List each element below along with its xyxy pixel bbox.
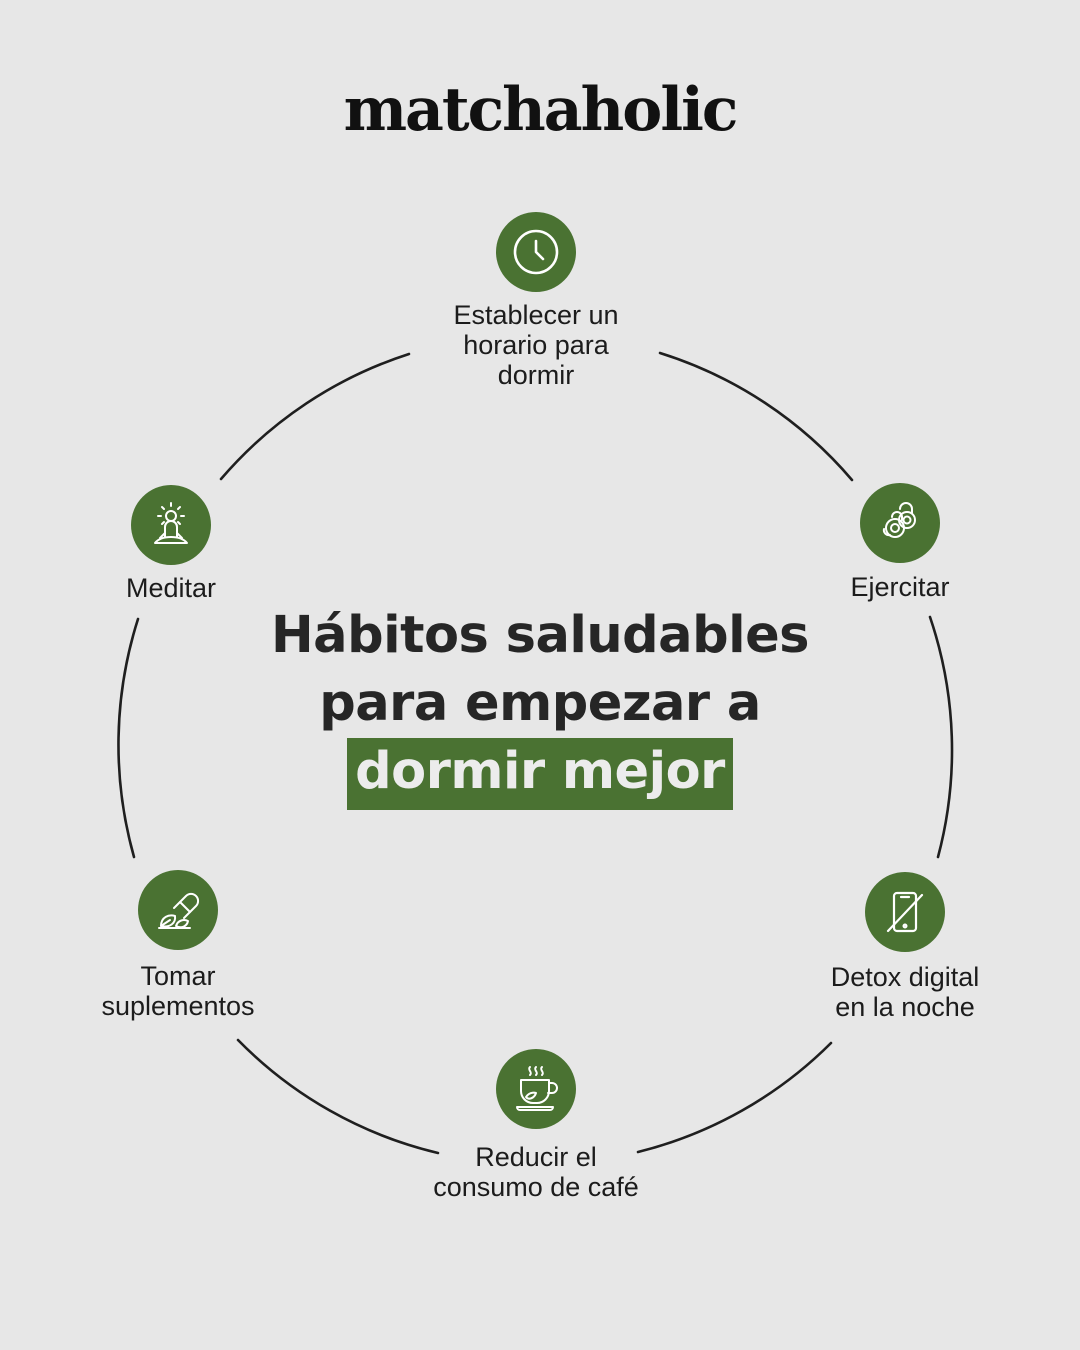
ring-arc-bottom-right [636,1041,833,1154]
habit-label-meditate: Meditar [125,573,217,603]
habit-label-digital-detox: Detox digital en la noche [830,962,980,1022]
phone-off-icon [865,872,945,952]
brand-logo: matchaholic [343,75,739,145]
ring-arc-bottom-left [236,1038,440,1155]
habit-label-supplements: Tomar suplementos [101,961,255,1021]
ring-arc-left [117,617,140,859]
habit-label-coffee: Reducir el consumo de café [433,1142,639,1202]
ring-arc-top-right [658,351,854,482]
headline-highlight: dormir mejor [347,738,733,810]
ring-arc-top-left [219,352,411,481]
headline-line-2: para empezar a [319,674,761,733]
kettlebell-icon [860,483,940,563]
headline: Hábitos saludables para empezar a dormir… [190,602,890,810]
coffee-cup-icon [496,1049,576,1129]
ring-arc-right [928,615,954,859]
clock-icon [496,212,576,292]
habit-label-exercise: Ejercitar [850,572,950,602]
capsule-leaf-icon [138,870,218,950]
habit-label-schedule: Establecer un horario para dormir [453,300,619,390]
meditation-icon [131,485,211,565]
headline-line-1: Hábitos saludables [270,606,810,665]
